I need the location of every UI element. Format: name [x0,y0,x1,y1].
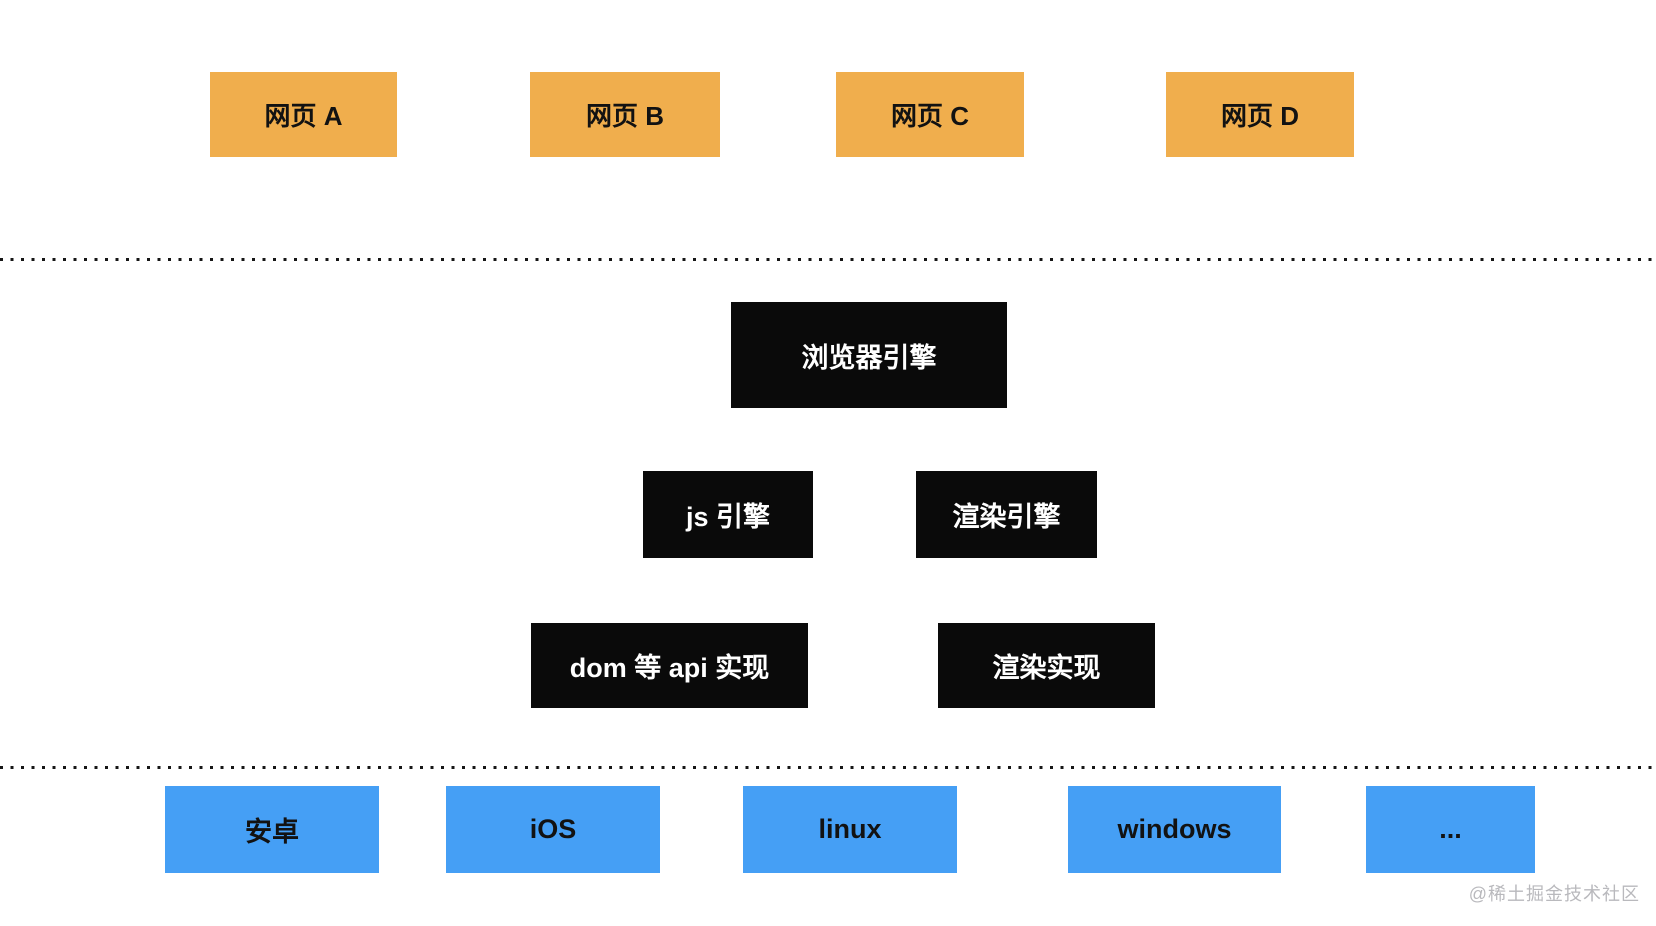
node-js-engine: js 引擎 [643,471,813,558]
separator-top-dotted-line [0,258,1656,261]
node-webpage-b: 网页 B [530,72,720,157]
node-platform-android: 安卓 [165,786,379,873]
node-platform-linux: linux [743,786,957,873]
node-webpage-d: 网页 D [1166,72,1354,157]
node-platform-windows: windows [1068,786,1281,873]
node-platform-ios: iOS [446,786,660,873]
separator-bottom-dotted-line [0,766,1656,769]
node-dom-api-implementation: dom 等 api 实现 [531,623,808,708]
node-render-engine: 渲染引擎 [916,471,1097,558]
node-browser-engine: 浏览器引擎 [731,302,1007,408]
node-webpage-a: 网页 A [210,72,397,157]
juejin-watermark: @稀土掘金技术社区 [1468,884,1640,904]
node-platform-ellipsis: ... [1366,786,1535,873]
node-render-implementation: 渲染实现 [938,623,1155,708]
node-webpage-c: 网页 C [836,72,1024,157]
